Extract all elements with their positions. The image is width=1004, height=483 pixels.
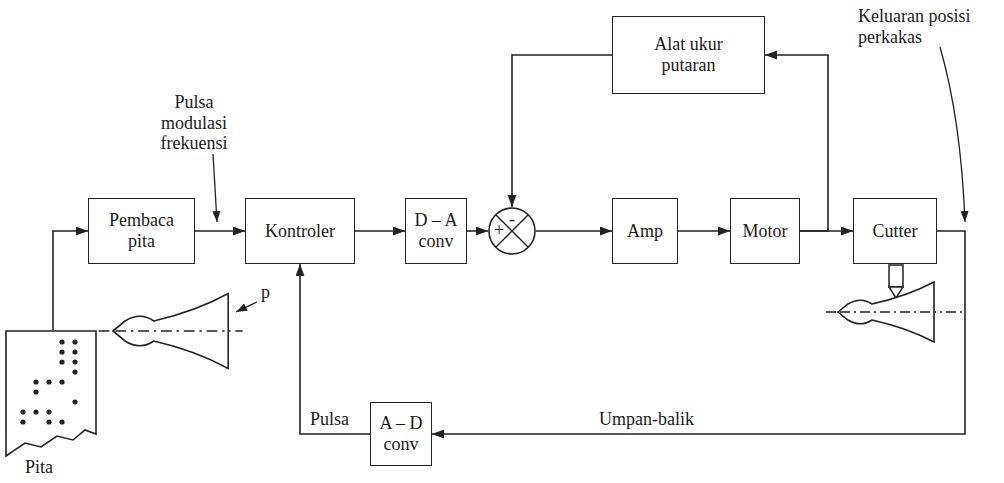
punched-tape: Pita [5, 330, 97, 480]
tape-hole [59, 379, 64, 384]
process-box: Kontroler [245, 198, 355, 264]
process-box: D – A conv [405, 198, 467, 264]
tape-hole [33, 379, 38, 384]
summing-junction: +- [488, 207, 536, 255]
process-box: Pembaca pita [88, 198, 195, 264]
tape-hole [46, 419, 51, 424]
sign-label: - [509, 210, 515, 228]
node-label: A – D conv [375, 413, 427, 454]
signal-arrow [512, 55, 612, 207]
tape-hole [20, 419, 25, 424]
center-line [115, 330, 225, 331]
center-line [840, 311, 932, 312]
signal-arrow [536, 230, 612, 232]
tape-hole [59, 339, 64, 344]
tape-symbol [5, 330, 97, 458]
tape-outline [6, 331, 96, 456]
process-box: Motor [730, 198, 800, 264]
leader-line [940, 47, 965, 222]
signal-arrow [300, 264, 370, 434]
annotation: Keluaran posisi perkakas [856, 6, 1002, 47]
tape-hole [72, 359, 77, 364]
tape-hole [20, 409, 25, 414]
signal-arrow [355, 230, 405, 232]
node-label: D – A conv [410, 210, 462, 251]
node-label: Cutter [873, 221, 918, 242]
edge-label: Umpan-balik [597, 409, 696, 430]
process-box: Amp [612, 198, 678, 264]
workpiece [113, 294, 228, 369]
process-box: A – D conv [370, 402, 432, 466]
sign-label: + [494, 221, 504, 239]
tool-holder [889, 265, 903, 287]
annotation: Pulsa modulasi frekuensi [150, 92, 238, 154]
tape-hole [59, 359, 64, 364]
annotation: p [259, 282, 272, 303]
node-label: Kontroler [265, 221, 335, 242]
leader-line [213, 154, 217, 222]
node-label: Pita [5, 458, 97, 477]
signal-arrow [678, 230, 730, 232]
tape-hole [72, 369, 77, 374]
tape-hole [59, 349, 64, 354]
tape-hole [33, 409, 38, 414]
node-label: Motor [743, 221, 788, 242]
tape-hole [72, 339, 77, 344]
signal-arrow [195, 230, 245, 232]
signal-arrow [53, 231, 88, 330]
tape-hole [46, 409, 51, 414]
center-line [826, 311, 962, 312]
tape-hole [59, 419, 64, 424]
node-label: Pembaca pita [101, 210, 182, 251]
workpiece [838, 282, 934, 342]
tape-hole [72, 399, 77, 404]
leader-line [236, 302, 257, 312]
process-box: Alat ukur putaran [612, 16, 765, 94]
node-label: Alat ukur putaran [643, 34, 734, 75]
node-label: Amp [627, 221, 663, 242]
tape-hole [46, 379, 51, 384]
process-box: Cutter [853, 198, 937, 264]
junction-circle [489, 208, 535, 254]
tape-hole [33, 389, 38, 394]
part-profile [99, 294, 243, 369]
edge-label: Pulsa [308, 409, 351, 430]
signal-arrow [467, 230, 488, 232]
tape-hole [72, 349, 77, 354]
